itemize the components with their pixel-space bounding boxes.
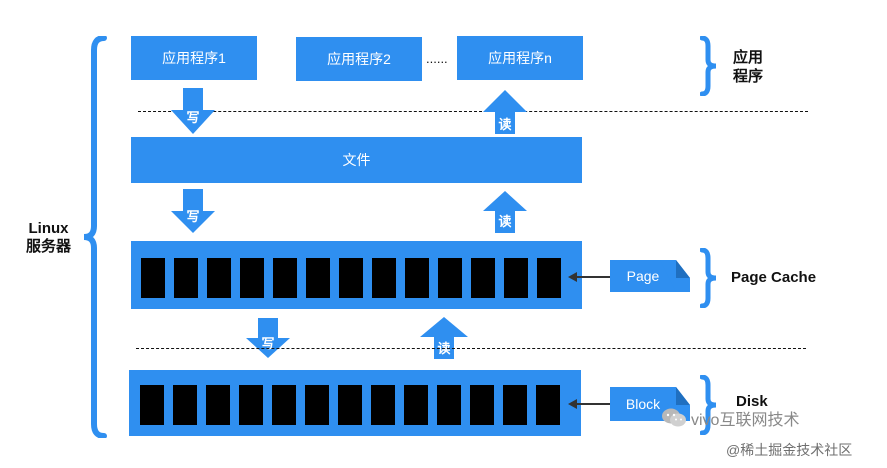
block-cell <box>140 385 164 425</box>
page-cell <box>240 258 264 298</box>
disk-label: Disk <box>736 393 768 410</box>
linux-label-line2: 服务器 <box>26 238 72 255</box>
file-box: 文件 <box>131 137 582 183</box>
app-label-line1: 应用 <box>733 49 764 66</box>
block-pointer-arrow <box>568 399 612 409</box>
page-pointer-arrow <box>568 272 612 282</box>
read-arrow-3 <box>420 317 468 359</box>
page-cell <box>537 258 561 298</box>
page-cache-brace <box>700 248 717 308</box>
app-box-n: 应用程序n <box>457 36 583 80</box>
page-cell <box>471 258 495 298</box>
page-cell <box>339 258 363 298</box>
linux-server-label: Linux 服务器 <box>26 220 71 256</box>
block-cell <box>371 385 395 425</box>
app-box-2: 应用程序2 <box>296 37 422 81</box>
divider-app-file <box>138 111 808 112</box>
linux-server-brace <box>83 36 107 438</box>
disk-brace <box>700 375 717 435</box>
app-box-1: 应用程序1 <box>131 36 257 80</box>
block-cell <box>173 385 197 425</box>
linux-label-line1: Linux <box>28 220 69 237</box>
block-tag-fold <box>660 387 690 421</box>
page-cell <box>174 258 198 298</box>
block-cell <box>239 385 263 425</box>
app-ellipsis: ...... <box>426 51 448 66</box>
page-cell <box>273 258 297 298</box>
page-cell <box>306 258 330 298</box>
watermark-wechat: vivo互联网技术 <box>691 412 800 429</box>
block-cell <box>503 385 527 425</box>
read-arrow-1 <box>483 90 527 134</box>
watermark-site: @稀土掘金技术社区 <box>726 442 853 458</box>
page-cell <box>504 258 528 298</box>
write-arrow-1 <box>171 88 215 134</box>
block-cell <box>272 385 296 425</box>
page-cell <box>372 258 396 298</box>
block-cell <box>305 385 329 425</box>
block-cell <box>536 385 560 425</box>
app-label-line2: 程序 <box>733 68 764 85</box>
wechat-icon <box>662 408 686 427</box>
block-cell <box>470 385 494 425</box>
page-tag: Page <box>610 260 676 292</box>
page-cache-label: Page Cache <box>731 269 817 286</box>
app-label: 应用 程序 <box>733 48 763 86</box>
page-cell <box>141 258 165 298</box>
page-tag-fold <box>660 260 690 292</box>
page-cell <box>207 258 231 298</box>
page-cell <box>438 258 462 298</box>
block-cell <box>206 385 230 425</box>
page-cell <box>405 258 429 298</box>
block-cell <box>437 385 461 425</box>
write-arrow-2 <box>171 189 215 233</box>
divider-cache-disk <box>136 348 806 349</box>
block-cell <box>404 385 428 425</box>
block-cell <box>338 385 362 425</box>
app-brace <box>700 36 717 96</box>
read-arrow-2 <box>483 191 527 233</box>
